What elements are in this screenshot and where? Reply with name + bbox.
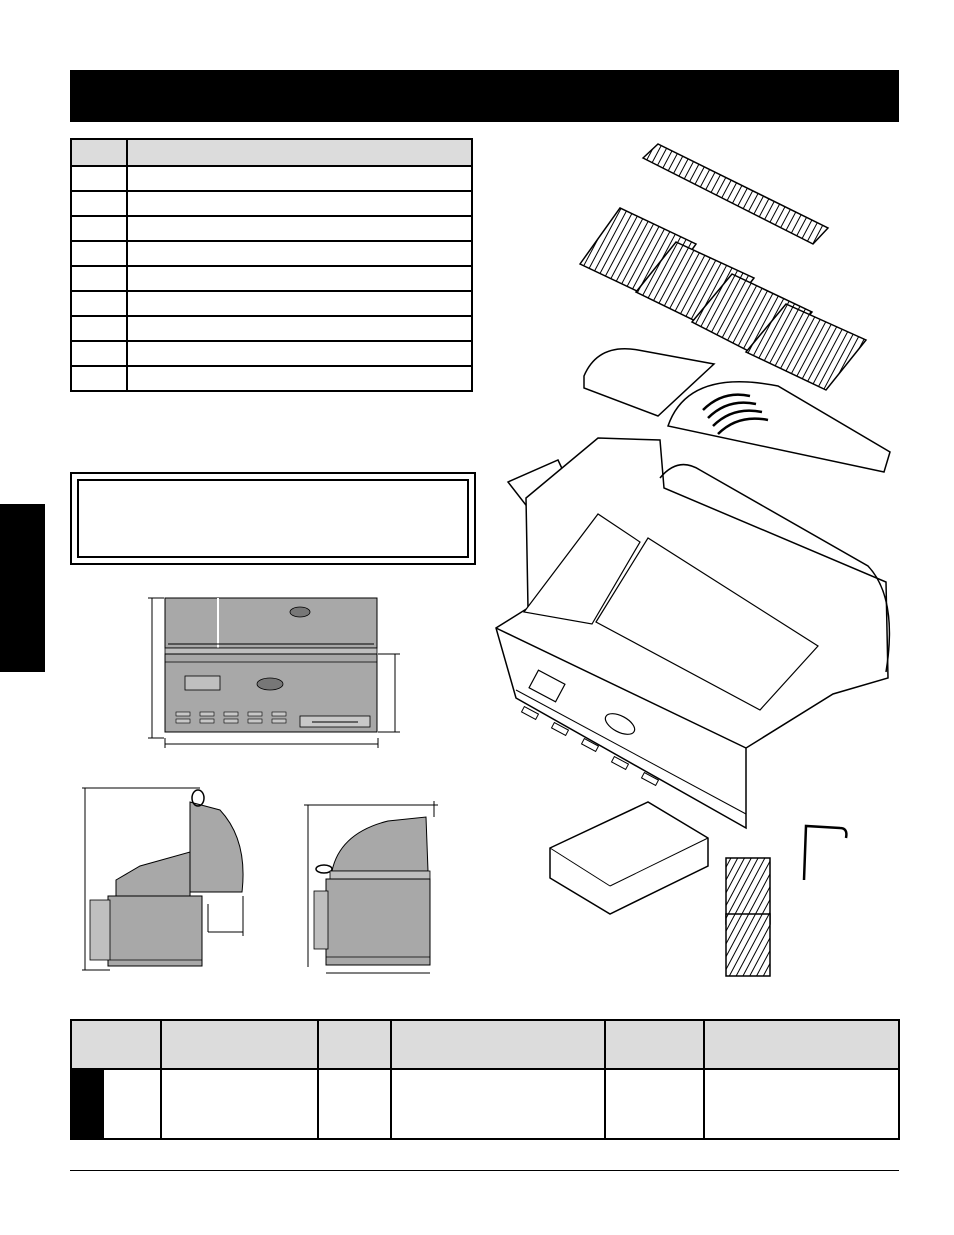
table-row xyxy=(70,365,473,392)
notice-inner-border xyxy=(77,479,469,558)
part-description xyxy=(126,190,473,217)
spec-cell xyxy=(160,1068,319,1140)
part-description xyxy=(126,315,473,342)
table-row xyxy=(70,290,473,317)
parts-col-number xyxy=(70,138,128,167)
part-description xyxy=(126,265,473,292)
firebox-opening xyxy=(595,537,819,711)
part-number xyxy=(70,165,128,192)
table-row xyxy=(70,240,473,267)
spec-header-cell xyxy=(160,1019,319,1070)
front-view-drawing xyxy=(148,597,400,748)
row-marker xyxy=(72,1070,104,1138)
part-description xyxy=(126,365,473,392)
spec-cell xyxy=(390,1068,606,1140)
parts-table-header xyxy=(70,138,473,167)
footer-rule xyxy=(70,1170,899,1171)
part-description xyxy=(126,240,473,267)
spec-header-cell xyxy=(317,1019,392,1070)
warming-rack xyxy=(641,143,830,245)
closed-lid xyxy=(331,816,429,872)
part-number xyxy=(70,215,128,242)
heat-shield-small xyxy=(583,348,716,417)
exploded-parts-diagram xyxy=(495,143,891,977)
spec-header-cell xyxy=(703,1019,900,1070)
spec-cell xyxy=(70,1068,162,1140)
part-number xyxy=(70,190,128,217)
lid-handle xyxy=(191,789,205,807)
spec-header-cell xyxy=(604,1019,705,1070)
part-number xyxy=(70,240,128,267)
part-description xyxy=(126,340,473,367)
vent-cover-2 xyxy=(725,913,771,977)
closed-body xyxy=(325,878,431,966)
spec-header-cell xyxy=(390,1019,606,1070)
table-row xyxy=(70,165,473,192)
table-row xyxy=(70,265,473,292)
vent-slots xyxy=(175,711,287,724)
spec-cell xyxy=(604,1068,705,1140)
parts-col-description xyxy=(126,138,473,167)
part-number xyxy=(70,315,128,342)
part-number xyxy=(70,265,128,292)
table-row xyxy=(70,190,473,217)
notice-box xyxy=(70,472,476,565)
heat-shield-large xyxy=(667,381,891,473)
spec-table xyxy=(70,1019,900,1140)
spec-cell xyxy=(317,1068,392,1140)
lid xyxy=(164,597,378,649)
table-row xyxy=(70,215,473,242)
temperature-probe xyxy=(802,824,848,881)
part-number xyxy=(70,365,128,392)
spec-cell xyxy=(703,1068,900,1140)
front-vents xyxy=(520,705,660,787)
part-number xyxy=(70,340,128,367)
side-tab xyxy=(0,504,45,672)
parts-table xyxy=(70,138,473,392)
logo-badge xyxy=(289,606,311,618)
hopper xyxy=(522,513,641,625)
table-row xyxy=(70,340,473,367)
part-description xyxy=(126,165,473,192)
grease-drawer xyxy=(549,801,709,915)
table-row xyxy=(70,1068,900,1140)
side-view-open-drawing xyxy=(82,787,244,971)
display-window xyxy=(528,669,566,703)
part-description xyxy=(126,215,473,242)
control-panel-window xyxy=(184,675,221,691)
side-view-closed-drawing xyxy=(304,801,438,974)
spec-table-header xyxy=(70,1019,900,1070)
spec-header-cell xyxy=(70,1019,162,1070)
section-header-bar xyxy=(70,70,899,122)
part-number xyxy=(70,290,128,317)
part-description xyxy=(126,290,473,317)
cooking-grate-4 xyxy=(744,303,868,391)
open-lid xyxy=(189,801,244,893)
table-row xyxy=(70,315,473,342)
side-body xyxy=(107,895,203,967)
